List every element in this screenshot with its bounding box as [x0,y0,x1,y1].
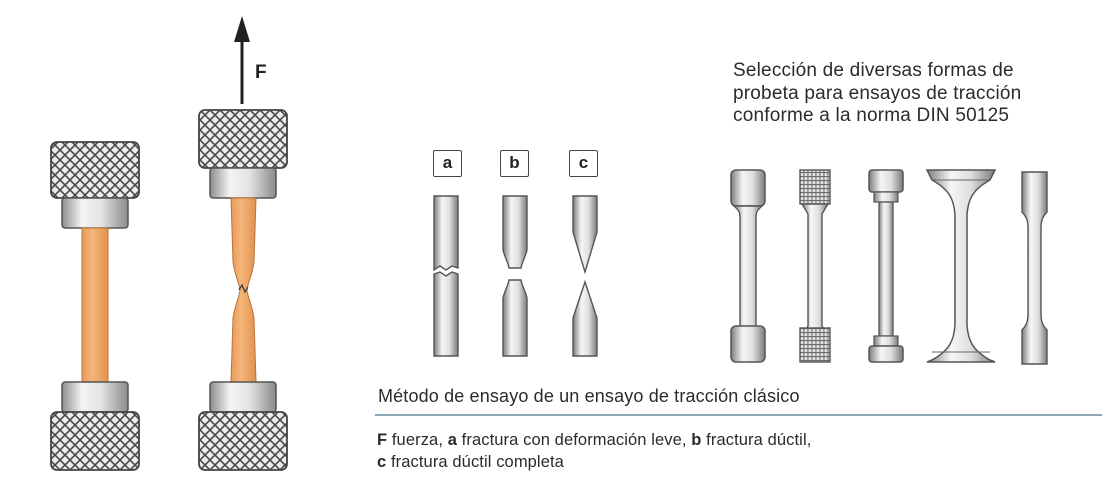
upper-grip-collar [209,167,277,199]
specimen-selection-caption: Selección de diversas formas de probeta … [733,60,1021,128]
lower-grip-knurled [198,411,288,471]
lower-grip-collar [61,381,129,413]
specimen-shape-5-flat [1021,171,1048,365]
upper-grip-knurled [198,109,288,169]
specimen-shape-3-headed [868,169,904,363]
lower-grip-collar [209,381,277,413]
legend-key-f: F [377,431,388,449]
fracture-b-specimen [502,195,528,357]
lower-grip-knurled [50,411,140,471]
specimen-shape-2-threaded [799,169,831,363]
specimen-shape-1 [730,169,766,363]
fracture-label-a: a [433,150,462,177]
legend-text-c: fractura dúctil completa [386,453,564,471]
necking-crack [238,283,249,294]
legend-text-a: fractura con deformación leve, [456,431,692,449]
fracture-c-specimen [572,195,598,357]
fracture-label-b: b [500,150,529,177]
specimen-undeformed [81,227,109,383]
specimen-shape-4-conical [925,169,997,363]
force-label: F [255,62,267,83]
fracture-a-specimen [433,195,459,357]
caption-line: probeta para ensayos de tracción [733,82,1022,104]
legend: F fuerza, a fractura con deformación lev… [377,429,811,473]
upper-grip-collar [61,197,129,229]
testing-machine-left [50,141,140,471]
caption-line: Selección de diversas formas de [733,60,1014,81]
legend-text-f: fuerza, [387,431,448,449]
method-title: Método de ensayo de un ensayo de tracció… [378,386,800,406]
legend-line-2: c fractura dúctil completa [377,451,811,473]
legend-text-b: fractura dúctil, [701,431,812,449]
legend-line-1: F fuerza, a fractura con deformación lev… [377,429,811,451]
legend-key-a: a [447,431,457,449]
upper-grip-knurled [50,141,140,199]
fracture-label-c: c [569,150,598,177]
caption-line: conforme a la norma DIN 50125 [733,105,1010,126]
legend-key-b: b [691,431,702,449]
legend-key-c: c [377,453,387,471]
testing-machine-right [198,16,288,471]
force-arrow-head [234,16,250,42]
